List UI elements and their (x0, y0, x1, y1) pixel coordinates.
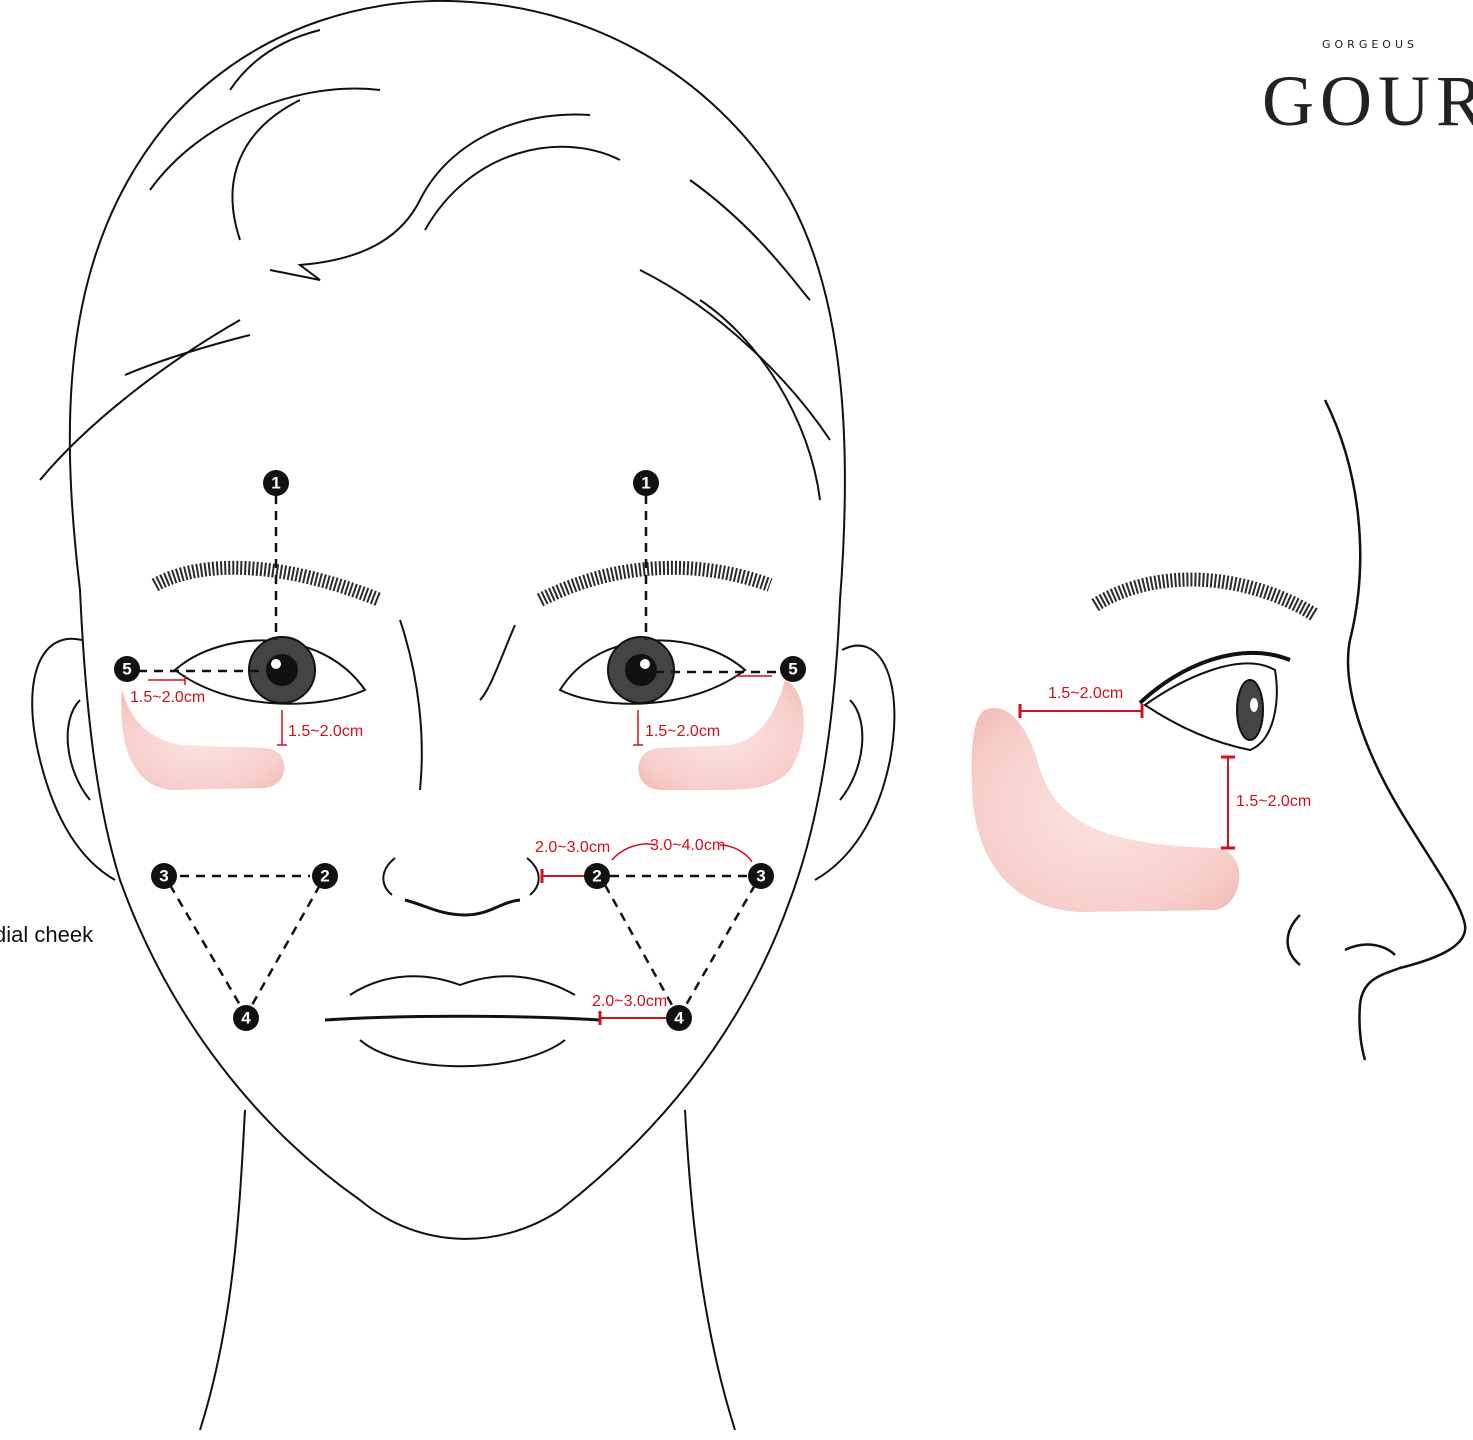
label-mouth-to-p4: 2.0~3.0cm (592, 993, 667, 1010)
profile-outline (1288, 400, 1466, 1060)
neck-right (685, 1110, 735, 1430)
point-4-left-label: 4 (241, 1009, 251, 1028)
face-outline (40, 1, 845, 1239)
hair-line-5 (425, 147, 620, 230)
point-3-left-label: 3 (159, 867, 168, 886)
point-2-left-label: 2 (320, 867, 329, 886)
label-under-eye-right: 1.5~2.0cm (645, 723, 720, 740)
point-3-right-label: 3 (756, 867, 765, 886)
ear-left-inner (68, 700, 90, 800)
eyebrows (155, 568, 770, 600)
label-profile-vertical: 1.5~2.0cm (1236, 793, 1311, 810)
point-5-left-label: 5 (122, 660, 131, 679)
eyebrow-right (540, 568, 770, 600)
hair-line-9 (640, 270, 830, 440)
hair-line-4 (270, 114, 590, 280)
ear-left (32, 639, 115, 880)
point-1-left-label: 1 (271, 474, 280, 493)
hair-line-6 (690, 180, 810, 300)
hair-line-3 (233, 100, 301, 240)
point-5-right-label: 5 (788, 660, 797, 679)
nose (383, 858, 538, 915)
hair-line-8 (125, 335, 250, 375)
label-profile-horizontal: 1.5~2.0cm (1048, 685, 1123, 702)
ear-right (815, 646, 894, 880)
ear-right-inner (840, 700, 862, 800)
head-outline (70, 1, 845, 1239)
point-2-right-label: 2 (592, 867, 601, 886)
profile-eyebrow (1095, 580, 1315, 615)
label-p2-to-p3: 3.0~4.0cm (650, 837, 725, 854)
eye-right (560, 637, 745, 704)
neck-left (200, 1110, 245, 1430)
label-nose-to-p2: 2.0~3.0cm (535, 839, 610, 856)
cheek-line-left (400, 620, 422, 790)
label-under-eye-left: 1.5~2.0cm (288, 723, 363, 740)
cheek-line-right (480, 625, 515, 700)
point-4-right-label: 4 (674, 1009, 684, 1028)
profile-cheek-zone (972, 708, 1240, 912)
point-1-right-label: 1 (641, 474, 650, 493)
hair-line-10 (700, 300, 820, 500)
eyebrow-left (155, 568, 380, 600)
label-eye-corner-left: 1.5~2.0cm (130, 689, 205, 706)
profile-eye (1140, 653, 1290, 750)
lips (325, 976, 600, 1066)
neck (200, 1110, 735, 1430)
